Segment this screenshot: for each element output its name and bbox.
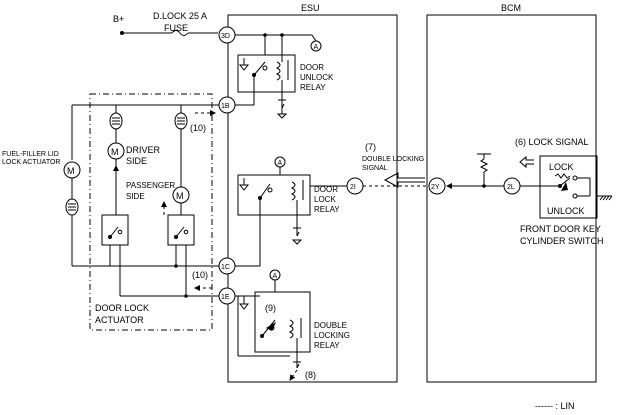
ref-a-bottom-label: A <box>273 273 278 280</box>
lock-signal-arrow <box>519 155 534 169</box>
lock-relay-l2: LOCK <box>314 195 336 204</box>
connector-2y <box>428 177 446 195</box>
connector-2i-label: 2I <box>350 184 356 191</box>
connector-2l-label: 2L <box>507 184 515 191</box>
unlock-relay-coil <box>275 61 281 81</box>
esu-box <box>227 14 398 383</box>
connector-3d-label: 3D <box>221 33 230 40</box>
double-relay-l1: DOUBLE <box>314 321 347 330</box>
unlock-relay-l1: DOOR <box>300 63 324 72</box>
double-locking-signal-l2: SIGNAL <box>362 165 388 172</box>
passenger-side-l1: PASSENGER <box>126 181 175 190</box>
fuse-label: FUSE <box>164 23 188 33</box>
junction-1e-passenger <box>184 294 188 298</box>
lock-bottom-ground <box>291 239 303 245</box>
double-locking-signal-l1: DOUBLE LOCKING <box>362 156 424 163</box>
note-6-lock-signal: (6) LOCK SIGNAL <box>515 137 589 147</box>
driver-motor-m: M <box>111 147 119 157</box>
unlock-bottom-ground <box>276 113 288 119</box>
ref-a-mid-label: A <box>278 160 283 167</box>
double-relay-box <box>254 291 311 353</box>
switch-unlock-contact <box>572 193 578 199</box>
fuel-lid-actuator-l2: LOCK ACTUATOR <box>2 159 60 166</box>
connector-1e-label: 1E <box>221 294 230 301</box>
bcm-title: BCM <box>501 3 521 13</box>
note-8: (8) <box>305 370 316 380</box>
key-switch-box <box>539 155 598 219</box>
lock-relay-l1: DOOR <box>314 185 338 194</box>
connector-1c-label: 1C <box>221 264 230 271</box>
lock-contact-b <box>267 187 273 193</box>
unlock-relay-box <box>237 54 296 93</box>
unlock-contact-b <box>262 65 268 71</box>
pullup-resistor <box>479 158 489 173</box>
unlock-relay-l3: RELAY <box>300 83 326 92</box>
door-lock-actuator-enclosure <box>89 93 213 331</box>
unlock-switch-blade <box>253 61 266 76</box>
door-lock-actuator-l2: ACTUATOR <box>95 315 144 325</box>
lock-switch-blade <box>259 183 271 199</box>
unlock-ground-icon <box>238 64 250 71</box>
passenger-switch-blade <box>175 226 185 238</box>
fuse-icon <box>171 30 189 36</box>
battery-label: B+ <box>113 14 124 24</box>
key-switch-l1: FRONT DOOR KEY <box>520 224 601 234</box>
junction-1c-passenger <box>174 264 178 268</box>
double-relay-l2: LOCKING <box>314 331 350 340</box>
lock-transistor <box>293 227 301 237</box>
switch-arrow <box>561 182 568 191</box>
lock-relay-box <box>237 174 311 216</box>
note-10-bottom: (10) <box>192 270 208 280</box>
wire-to-ref-a <box>311 34 317 42</box>
bcm-box <box>426 14 597 383</box>
switch-lock-contact <box>572 175 578 181</box>
lock-relay-coil <box>290 181 296 201</box>
key-switch-l2: CYLINDER SWITCH <box>520 236 604 246</box>
fuse-name: D.LOCK 25 A <box>153 11 207 21</box>
fuel-lid-motor-m: M <box>67 166 75 176</box>
door-lock-actuator-l1: DOOR LOCK <box>95 303 149 313</box>
switch-blade <box>559 177 571 187</box>
passenger-side-l2: SIDE <box>126 192 145 201</box>
current-arrow-8 <box>289 369 298 381</box>
switch-lock-label: LOCK <box>549 162 574 172</box>
driver-ptc-lines <box>112 117 120 125</box>
unlock-transistor <box>278 99 286 109</box>
passenger-switch-box <box>167 214 195 246</box>
double-relay-l3: RELAY <box>314 341 340 350</box>
driver-side-l1: DRIVER <box>126 145 161 155</box>
double-transistor <box>293 361 301 369</box>
lock-ground-icon <box>238 184 250 191</box>
double-switch-arrow <box>266 322 276 331</box>
double-locking-signal-arrow <box>383 172 425 188</box>
driver-switch-box <box>101 214 129 246</box>
legend-lin: ------ : LIN <box>535 401 575 411</box>
note-9: (9) <box>265 303 276 313</box>
switch-resistor <box>554 173 571 179</box>
switch-ground-icon <box>599 195 613 201</box>
passenger-ptc-lines <box>177 117 185 125</box>
driver-switch-b <box>117 229 123 235</box>
connector-1b-label: 1B <box>221 103 230 110</box>
connector-2y-label: 2Y <box>431 184 440 191</box>
ref-a-top-label: A <box>314 44 319 51</box>
driver-side-l2: SIDE <box>126 156 147 166</box>
esu-title: ESU <box>301 3 320 13</box>
note-7: (7) <box>365 142 376 152</box>
note-10-top: (10) <box>190 123 206 133</box>
driver-switch-blade <box>109 226 119 238</box>
switch-unlock-label: UNLOCK <box>547 206 585 216</box>
passenger-switch-b <box>183 229 189 235</box>
passenger-motor-m: M <box>176 191 184 201</box>
fuel-lid-ptc-lines <box>68 203 76 211</box>
lock-relay-l3: RELAY <box>314 205 340 214</box>
double-relay-coil <box>288 319 294 339</box>
double-ground-icon <box>238 303 250 310</box>
unlock-relay-l2: UNLOCK <box>300 73 334 82</box>
fuel-lid-actuator-l1: FUEL-FILLER LID <box>2 151 59 158</box>
